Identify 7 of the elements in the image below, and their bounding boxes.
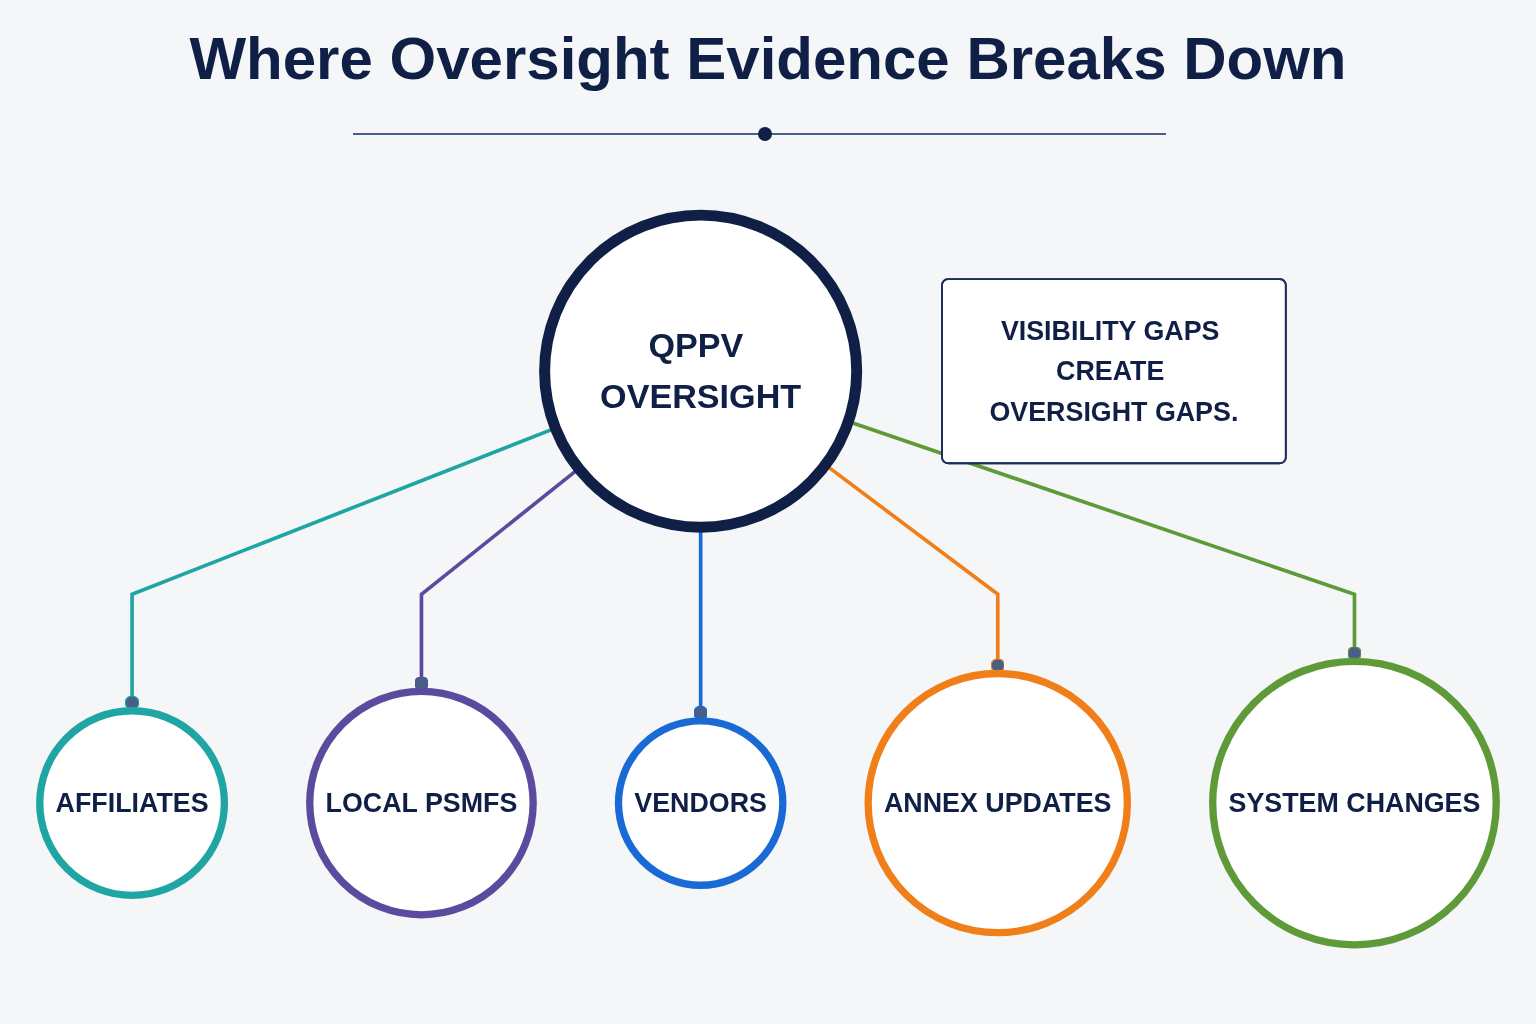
node-circle: ANNEX UPDATES [864,669,1131,937]
title: Where Oversight Evidence Breaks Down [188,24,1348,93]
node-circle: AFFILIATES [36,707,229,900]
node-circle: LOCAL PSMFS [306,687,537,919]
node-circle: QPPV OVERSIGHT [539,209,863,533]
node-circle: VENDORS [614,717,787,889]
node-circle: SYSTEM CHANGES [1209,657,1500,949]
